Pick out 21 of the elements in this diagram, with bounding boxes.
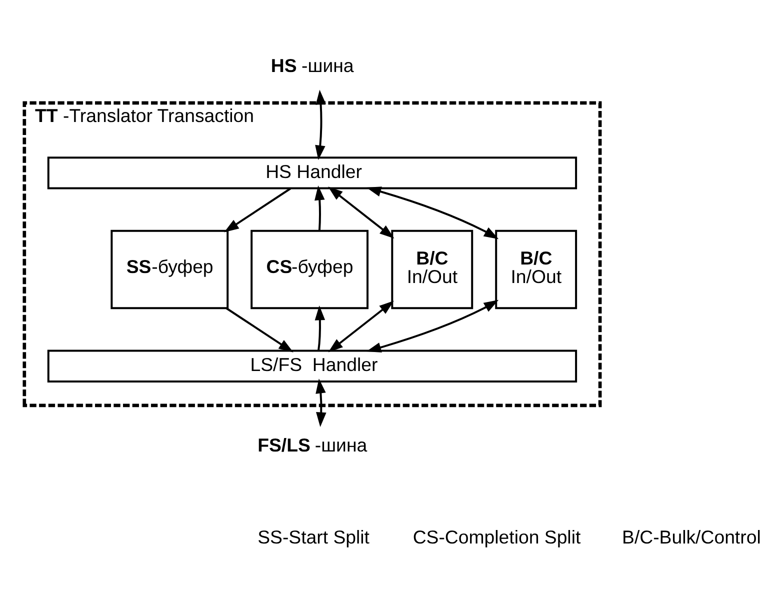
arrow <box>314 185 325 230</box>
node-box: SS-буфер <box>110 229 229 309</box>
arrow <box>316 378 326 426</box>
node-box: LS/FS Handler <box>47 349 578 382</box>
arrow <box>328 186 394 238</box>
node-box: HS Handler <box>47 156 578 189</box>
node-box: B/C In/Out <box>495 229 578 309</box>
node-box: CS-буфер <box>250 229 369 309</box>
arrow <box>224 187 292 232</box>
arrow <box>226 306 294 352</box>
arrow <box>314 305 326 350</box>
node-text: FS/LS -шина <box>258 434 368 456</box>
node-box: B/C In/Out <box>391 229 474 309</box>
arrow <box>366 299 499 352</box>
arrow <box>328 300 394 352</box>
label: B/C-Bulk/Control <box>622 526 761 548</box>
label: SS-Start Split <box>258 526 370 548</box>
arrow <box>315 89 326 160</box>
label: CS-Completion Split <box>412 526 581 548</box>
arrow <box>366 186 499 239</box>
node-text: HS -шина <box>270 54 354 76</box>
